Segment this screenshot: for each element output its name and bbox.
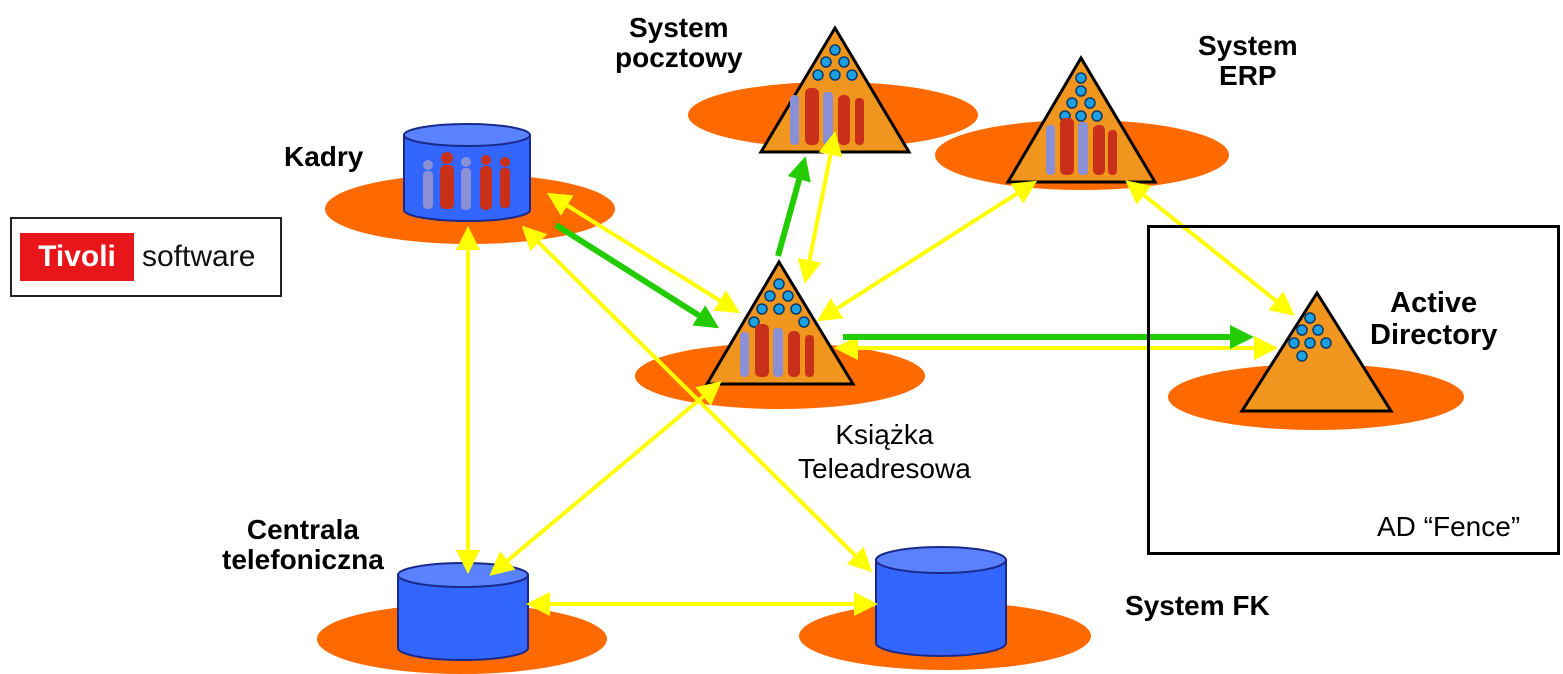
tivoli-software-logo: Tivoli software <box>10 217 282 297</box>
label-centrala-telefoniczna: Centrala telefoniczna <box>222 514 384 575</box>
arrow-kadry-ksiazka-upper <box>546 192 741 314</box>
arrow-ksiazka-pocztowy <box>797 131 843 284</box>
label-system-fk: System FK <box>1125 590 1270 621</box>
arrow-ksiazka-to-pocztowy <box>775 156 811 257</box>
people-icon <box>423 152 510 210</box>
arrow-ksiazka-centrala <box>489 381 722 576</box>
label-ad-fence: AD “Fence” <box>1377 511 1521 542</box>
tree-nodes-icon <box>1059 72 1103 122</box>
label-active-directory: Active Directory <box>1370 287 1498 351</box>
pyramid-ksiazka <box>704 259 856 386</box>
primary-arrows <box>554 156 1254 349</box>
pyramid-erp <box>1005 55 1158 184</box>
arrow-kadry-to-ksiazka <box>554 222 720 329</box>
label-ksiazka-teleadresowa: Książka Teleadresowa <box>798 419 971 484</box>
cylinder-centrala <box>397 562 529 661</box>
tree-nodes-icon <box>1288 312 1332 362</box>
pyramid-ad <box>1239 290 1394 413</box>
cylinder-fk <box>875 546 1007 657</box>
arrow-erp-ad <box>1125 180 1295 316</box>
label-system-pocztowy: System pocztowy <box>615 12 743 73</box>
tivoli-brand: Tivoli <box>20 233 134 281</box>
arrow-ksiazka-erp <box>816 180 1038 322</box>
label-system-erp: System ERP <box>1198 30 1298 91</box>
tree-nodes-icon <box>812 44 858 81</box>
ad-fence-box <box>1147 225 1560 555</box>
tivoli-product: software <box>142 240 256 273</box>
label-kadry: Kadry <box>284 141 364 172</box>
cylinder-kadry <box>403 123 531 222</box>
people-icon <box>1046 118 1117 175</box>
sync-arrows <box>456 131 1295 616</box>
